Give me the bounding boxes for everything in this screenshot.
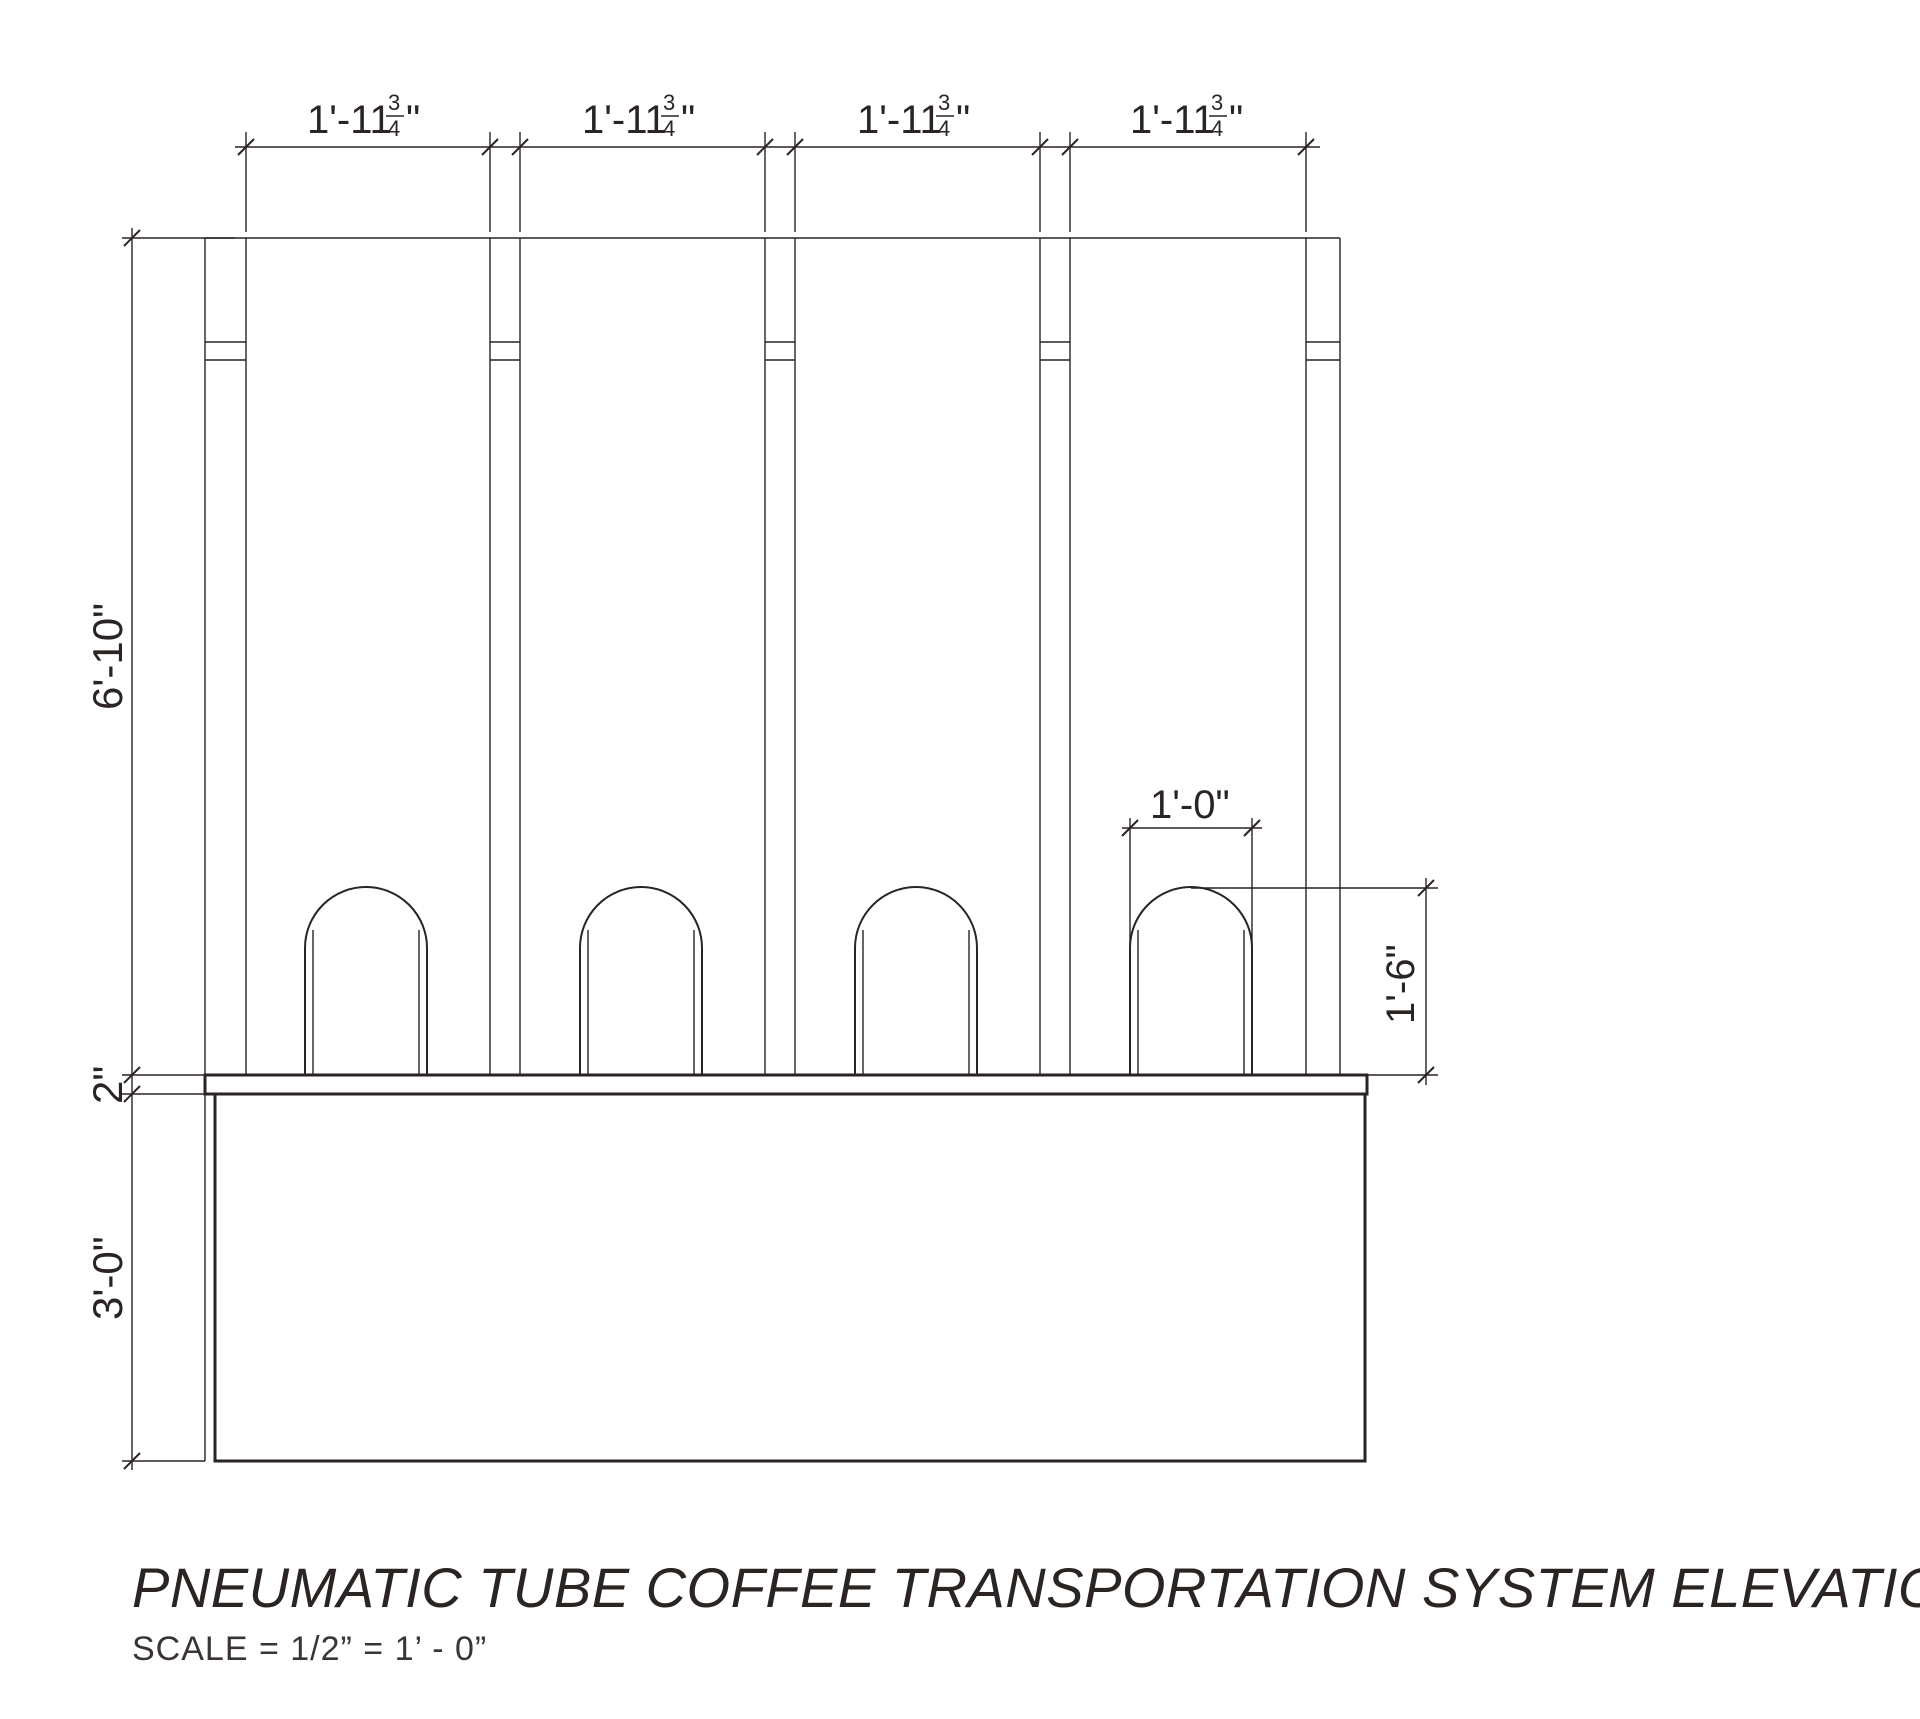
opening-height-label: 1'-6" xyxy=(1379,944,1423,1024)
bay-dim-num: 3 xyxy=(388,90,400,115)
bay-dim-den: 4 xyxy=(388,116,400,141)
counter-top-label: 2" xyxy=(84,1066,131,1104)
scale-note: SCALE = 1/2” = 1’ - 0” xyxy=(132,1630,488,1668)
opening-width-label: 1'-0" xyxy=(1150,783,1230,827)
counter-height-label: 3'-0" xyxy=(84,1236,131,1320)
bay-dim-whole: 1'-11 xyxy=(1130,98,1215,142)
bay-dim-label-3: 1'-11 3 4 " xyxy=(857,90,970,142)
bay-dim-inch: " xyxy=(956,98,970,142)
bay-dim-den: 4 xyxy=(1211,116,1223,141)
bay-dim-label-4: 1'-11 3 4 " xyxy=(1130,90,1243,142)
overall-height-label: 6'-10" xyxy=(84,603,131,710)
bay-dim-inch: " xyxy=(1229,98,1243,142)
bay-dim-den: 4 xyxy=(663,116,675,141)
left-height-dimensions: 6'-10" 2" 3'-0" xyxy=(84,228,235,1470)
bay-dim-inch: " xyxy=(406,98,420,142)
tube-frame xyxy=(204,237,1341,1075)
bay-dim-label-2: 1'-11 3 4 " xyxy=(582,90,695,142)
bay-dim-num: 3 xyxy=(938,90,950,115)
bay-width-dimensions xyxy=(235,132,1320,232)
arched-opening-3 xyxy=(854,886,978,1075)
bay-dim-label-1: 1'-11 3 4 " xyxy=(307,90,420,142)
counter xyxy=(203,1073,1369,1463)
bay-dim-den: 4 xyxy=(938,116,950,141)
bay-dim-whole: 1'-11 xyxy=(857,98,942,142)
arched-opening-1 xyxy=(304,886,428,1075)
bay-dim-num: 3 xyxy=(663,90,675,115)
bay-dim-whole: 1'-11 xyxy=(307,98,392,142)
drawing-title: PNEUMATIC TUBE COFFEE TRANSPORTATION SYS… xyxy=(132,1556,1920,1619)
bay-dim-whole: 1'-11 xyxy=(582,98,667,142)
bay-dim-num: 3 xyxy=(1211,90,1223,115)
opening-height-dimension: 1'-6" xyxy=(1191,878,1438,1085)
arched-opening-2 xyxy=(579,886,703,1075)
bay-dim-inch: " xyxy=(681,98,695,142)
arched-opening-4 xyxy=(1129,886,1253,1075)
opening-width-dimension: 1'-0" xyxy=(1121,783,1262,948)
